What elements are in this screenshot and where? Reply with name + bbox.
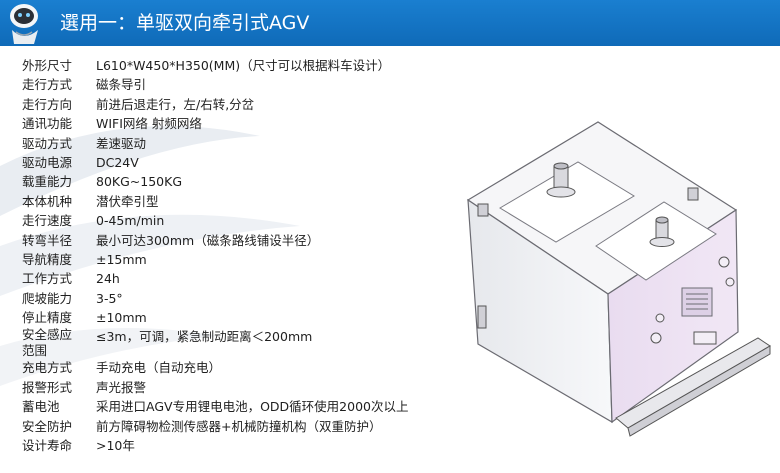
spec-label: 工作方式	[22, 271, 73, 287]
spec-value: DC24V	[96, 154, 139, 170]
spec-value: 差速驱动	[96, 135, 147, 151]
spec-label: 通讯功能	[22, 116, 73, 132]
spec-row: 导航精度 ±15mm	[22, 250, 442, 269]
spec-value: 80KG~150KG	[96, 174, 183, 190]
spec-row: 走行速度 0-45m/min	[22, 211, 442, 230]
spec-row: 走行方向 前进后退走行，左/右转,分岔	[22, 95, 442, 114]
spec-row: 驱动方式 差速驱动	[22, 134, 442, 153]
robot-logo-icon	[10, 4, 38, 44]
spec-value: 0-45m/min	[96, 213, 165, 229]
spec-value: L610*W450*H350(MM)（尺寸可以根据料车设计）	[96, 58, 391, 73]
spec-value: >10年	[96, 438, 135, 454]
spec-value: 采用进口AGV专用锂电电池，ODD循环使用2000次以上	[96, 399, 409, 415]
spec-row: 安全防护 前方障碍物检测传感器+机械防撞机构（双重防护）	[22, 417, 442, 436]
page-title: 選用一：单驱双向牵引式AGV	[60, 12, 310, 34]
header-bar: 選用一：单驱双向牵引式AGV	[0, 0, 780, 46]
spec-value: 磁条导引	[96, 77, 147, 93]
spec-row: 驱动电源 DC24V	[22, 153, 442, 172]
spec-value: 声光报警	[96, 379, 147, 395]
spec-label: 外形尺寸	[22, 58, 73, 73]
spec-value: 3-5°	[96, 290, 123, 306]
spec-label: 驱动方式	[22, 135, 73, 151]
spec-label: 蓄电池	[22, 399, 60, 415]
spec-label: 导航精度	[22, 251, 73, 267]
spec-value: 手动充电（自动充电）	[96, 360, 222, 376]
spec-value: 前进后退走行，左/右转,分岔	[96, 96, 255, 112]
spec-value: 潜伏牵引型	[96, 193, 159, 209]
spec-label: 走行方式	[22, 77, 73, 93]
agv-cart-illustration-icon	[466, 121, 771, 437]
spec-row: 载重能力 80KG~150KG	[22, 172, 442, 191]
spec-label: 充电方式	[22, 360, 73, 376]
spec-row: 工作方式 24h	[22, 269, 442, 288]
spec-row: 蓄电池 采用进口AGV专用锂电电池，ODD循环使用2000次以上	[22, 397, 442, 416]
spec-value: ±10mm	[96, 310, 147, 326]
spec-row: 外形尺寸 L610*W450*H350(MM)（尺寸可以根据料车设计）	[22, 56, 442, 75]
spec-row: 安全感应范围 ≤3m，可调，紧急制动距离＜200mm	[22, 327, 442, 358]
spec-row: 走行方式 磁条导引	[22, 75, 442, 94]
spec-value: 最小可达300mm（磁条路线铺设半径）	[96, 232, 320, 248]
spec-row: 设计寿命 >10年	[22, 436, 442, 455]
spec-label: 本体机种	[22, 193, 73, 209]
spec-label: 驱动电源	[22, 154, 73, 170]
spec-label: 停止精度	[22, 310, 73, 326]
spec-value: WIFI网络 射频网络	[96, 116, 202, 132]
spec-value: ≤3m，可调，紧急制动距离＜200mm	[96, 329, 313, 345]
spec-label: 报警形式	[22, 379, 73, 395]
spec-row: 通讯功能 WIFI网络 射频网络	[22, 114, 442, 133]
spec-value: 24h	[96, 271, 120, 287]
spec-label: 爬坡能力	[22, 290, 73, 306]
spec-row: 爬坡能力 3-5°	[22, 289, 442, 308]
spec-label: 安全防护	[22, 418, 73, 434]
spec-label: 转弯半径	[22, 232, 73, 248]
spec-row: 充电方式 手动充电（自动充电）	[22, 358, 442, 377]
spec-value: 前方障碍物检测传感器+机械防撞机构（双重防护）	[96, 418, 382, 434]
spec-label: 设计寿命	[22, 438, 73, 454]
spec-row: 报警形式 声光报警	[22, 378, 442, 397]
spec-label: 走行速度	[22, 213, 73, 229]
spec-label: 载重能力	[22, 174, 73, 190]
spec-label: 安全感应范围	[22, 327, 73, 358]
spec-row: 转弯半径 最小可达300mm（磁条路线铺设半径）	[22, 231, 442, 250]
spec-row: 本体机种 潜伏牵引型	[22, 192, 442, 211]
spec-list: 外形尺寸 L610*W450*H350(MM)（尺寸可以根据料车设计） 走行方式…	[22, 56, 442, 455]
spec-label: 走行方向	[22, 96, 73, 112]
spec-row: 停止精度 ±10mm	[22, 308, 442, 327]
spec-value: ±15mm	[96, 251, 147, 267]
